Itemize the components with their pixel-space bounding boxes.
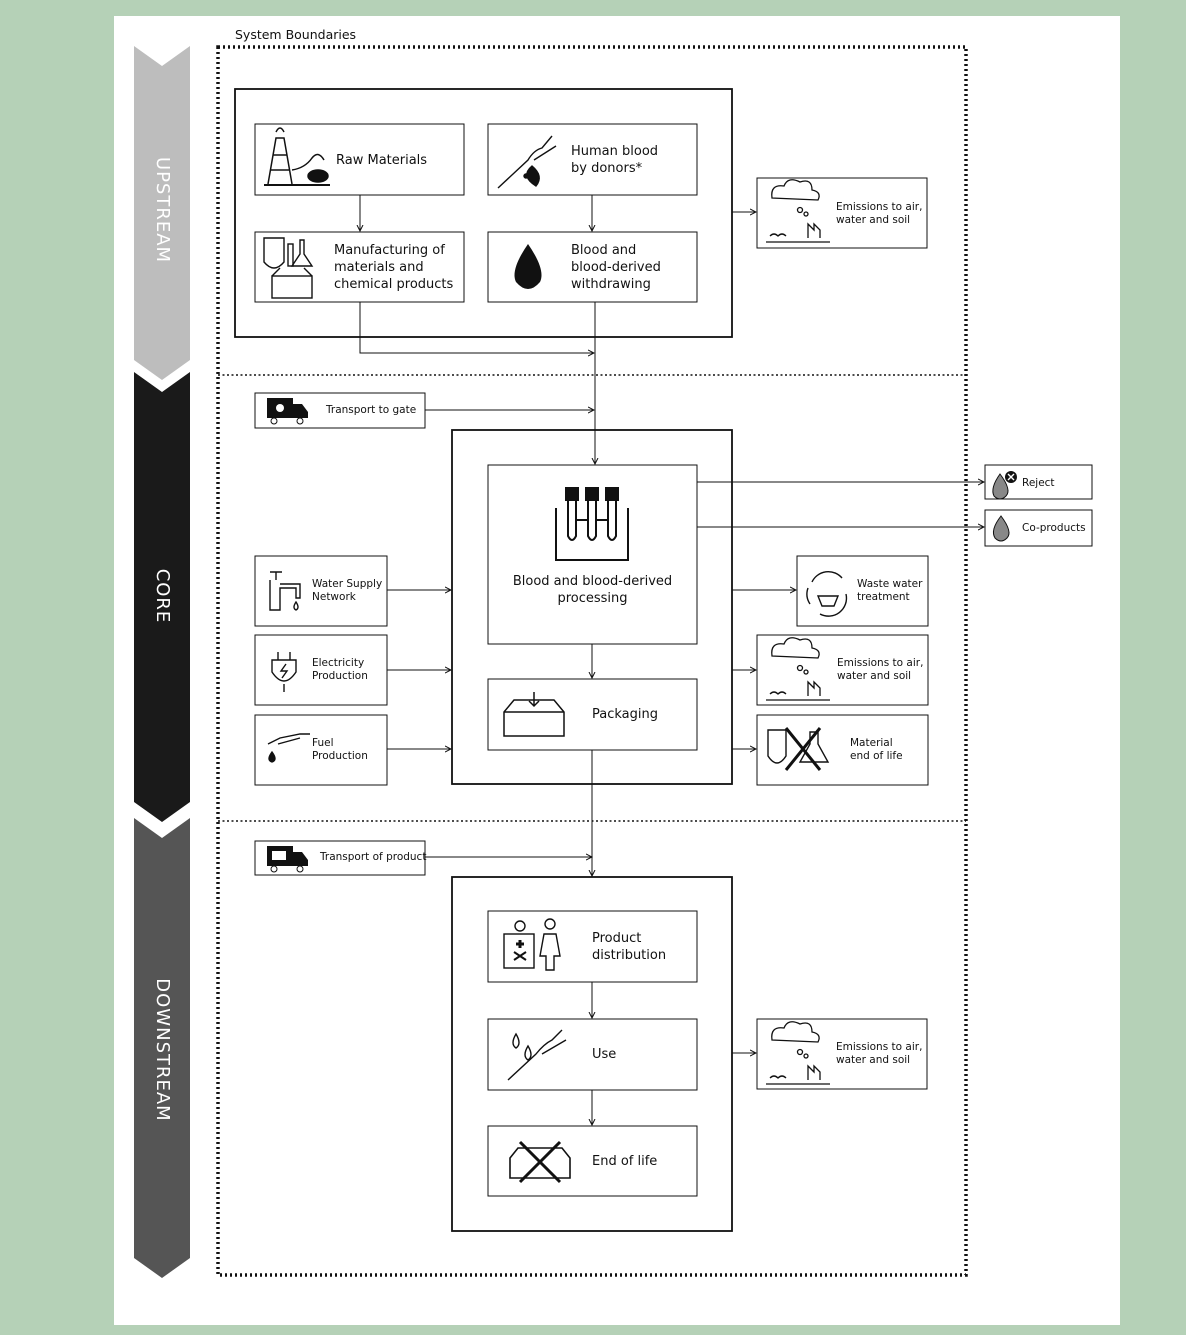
material-end-of-life-icon xyxy=(767,727,830,771)
blood-drop-icon xyxy=(514,244,542,289)
emissions-icon xyxy=(766,637,830,701)
packaging-box xyxy=(487,678,698,751)
test-tubes-icon xyxy=(555,487,629,561)
waste-water-label: Waste water treatment xyxy=(857,578,923,603)
blood-withdrawing-label: Blood and blood-derived withdrawing xyxy=(571,243,661,292)
transport-of-product-label: Transport of product xyxy=(320,851,427,863)
downstream-group-frame xyxy=(451,876,733,1232)
system-boundary xyxy=(216,45,968,1277)
packaging-label: Packaging xyxy=(592,707,658,722)
water-supply-box xyxy=(254,555,388,627)
co-products-drop-icon xyxy=(993,515,1010,542)
product-distribution-label: Product distribution xyxy=(592,931,667,963)
manufacturing-label: Manufacturing of materials and chemical … xyxy=(334,243,454,292)
downstream-stage-arrow xyxy=(134,818,190,1278)
use-label: Use xyxy=(592,1047,617,1062)
human-blood-label: Human blood by donors* xyxy=(571,144,659,176)
fuel-nozzle-icon xyxy=(267,733,310,763)
processing-label: Blood and blood-derived processing xyxy=(512,574,673,606)
transport-to-gate-label: Transport to gate xyxy=(326,404,417,416)
faucet-icon xyxy=(269,571,301,611)
core-emissions-label: Emissions to air, water and soil xyxy=(837,657,924,682)
end-of-life-label: End of life xyxy=(592,1154,658,1169)
electric-plug-icon xyxy=(271,652,297,692)
waste-water-box xyxy=(796,555,929,627)
raw-materials-label: Raw Materials xyxy=(336,153,428,168)
waste-water-recycle-icon xyxy=(806,570,848,617)
oil-rig-icon xyxy=(264,127,330,186)
upstream-group-frame xyxy=(234,88,733,338)
donor-hand-icon xyxy=(497,135,557,189)
end-of-life-icon xyxy=(509,1140,571,1184)
fuel-label: Fuel Production xyxy=(312,737,368,762)
upstream-emissions-label: Emissions to air, water and soil xyxy=(836,201,923,226)
emissions-icon xyxy=(766,1021,830,1085)
end-of-life-box xyxy=(487,1125,698,1197)
material-eol-label: Material end of life xyxy=(850,737,903,762)
reject-label: Reject xyxy=(1022,477,1055,489)
co-products-label: Co-products xyxy=(1022,522,1086,534)
use-hand-drop-icon xyxy=(507,1029,567,1081)
downstream-stage-label: DOWNSTREAM xyxy=(152,978,173,1122)
upstream-stage-label: UPSTREAM xyxy=(152,156,173,264)
core-stage-label: CORE xyxy=(152,568,173,624)
product-distribution-box xyxy=(487,910,698,983)
use-box xyxy=(487,1018,698,1091)
downstream-emissions-label: Emissions to air, water and soil xyxy=(836,1041,923,1066)
core-stage-arrow xyxy=(134,372,190,822)
upstream-emissions-box xyxy=(756,177,928,249)
system-boundaries-label: System Boundaries xyxy=(235,27,357,42)
upstream-stage-arrow xyxy=(134,46,190,380)
water-supply-label: Water Supply Network xyxy=(312,578,383,603)
packaging-box-icon xyxy=(503,692,565,737)
electricity-label: Electricity Production xyxy=(312,657,368,682)
reject-drop-icon xyxy=(992,471,1017,500)
fuel-box xyxy=(254,714,388,786)
truck-icon xyxy=(267,846,308,873)
lab-glassware-icon xyxy=(263,237,314,299)
product-distribution-icon xyxy=(503,918,561,971)
electricity-box xyxy=(254,634,388,706)
emissions-icon xyxy=(766,179,830,243)
truck-icon xyxy=(267,398,308,425)
connector-manufacturing-to-main xyxy=(359,302,594,353)
